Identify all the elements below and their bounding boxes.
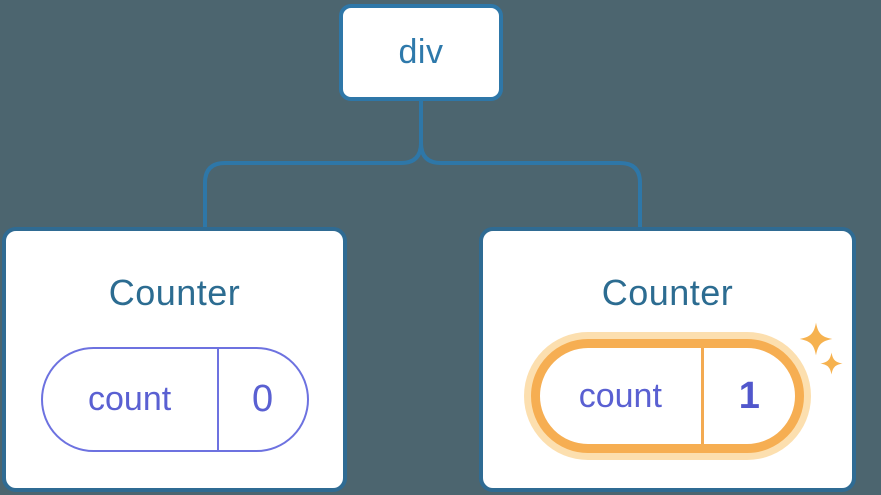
state-pill-highlighted: count 1 xyxy=(531,339,804,453)
root-node-div: div xyxy=(339,4,503,101)
counter-node-title: Counter xyxy=(601,272,734,313)
state-pill-key-segment: count xyxy=(43,349,219,450)
sparkle-icon xyxy=(799,322,833,356)
counter-node-right: Counter count 1 xyxy=(479,227,856,492)
state-pill-value-segment: 0 xyxy=(219,349,307,450)
sparkle-icon xyxy=(820,352,843,375)
state-value-label: 1 xyxy=(738,374,760,417)
state-value-label: 0 xyxy=(252,378,274,420)
state-key-label: count xyxy=(88,380,172,418)
root-node-label: div xyxy=(398,33,444,71)
state-pill: count 0 xyxy=(40,347,309,452)
counter-node-left: Counter count 0 xyxy=(2,227,347,492)
state-pill-value-segment: 1 xyxy=(704,348,795,444)
state-pill-key-segment: count xyxy=(540,348,704,444)
counter-node-title: Counter xyxy=(108,272,241,313)
state-key-label: count xyxy=(578,376,662,415)
